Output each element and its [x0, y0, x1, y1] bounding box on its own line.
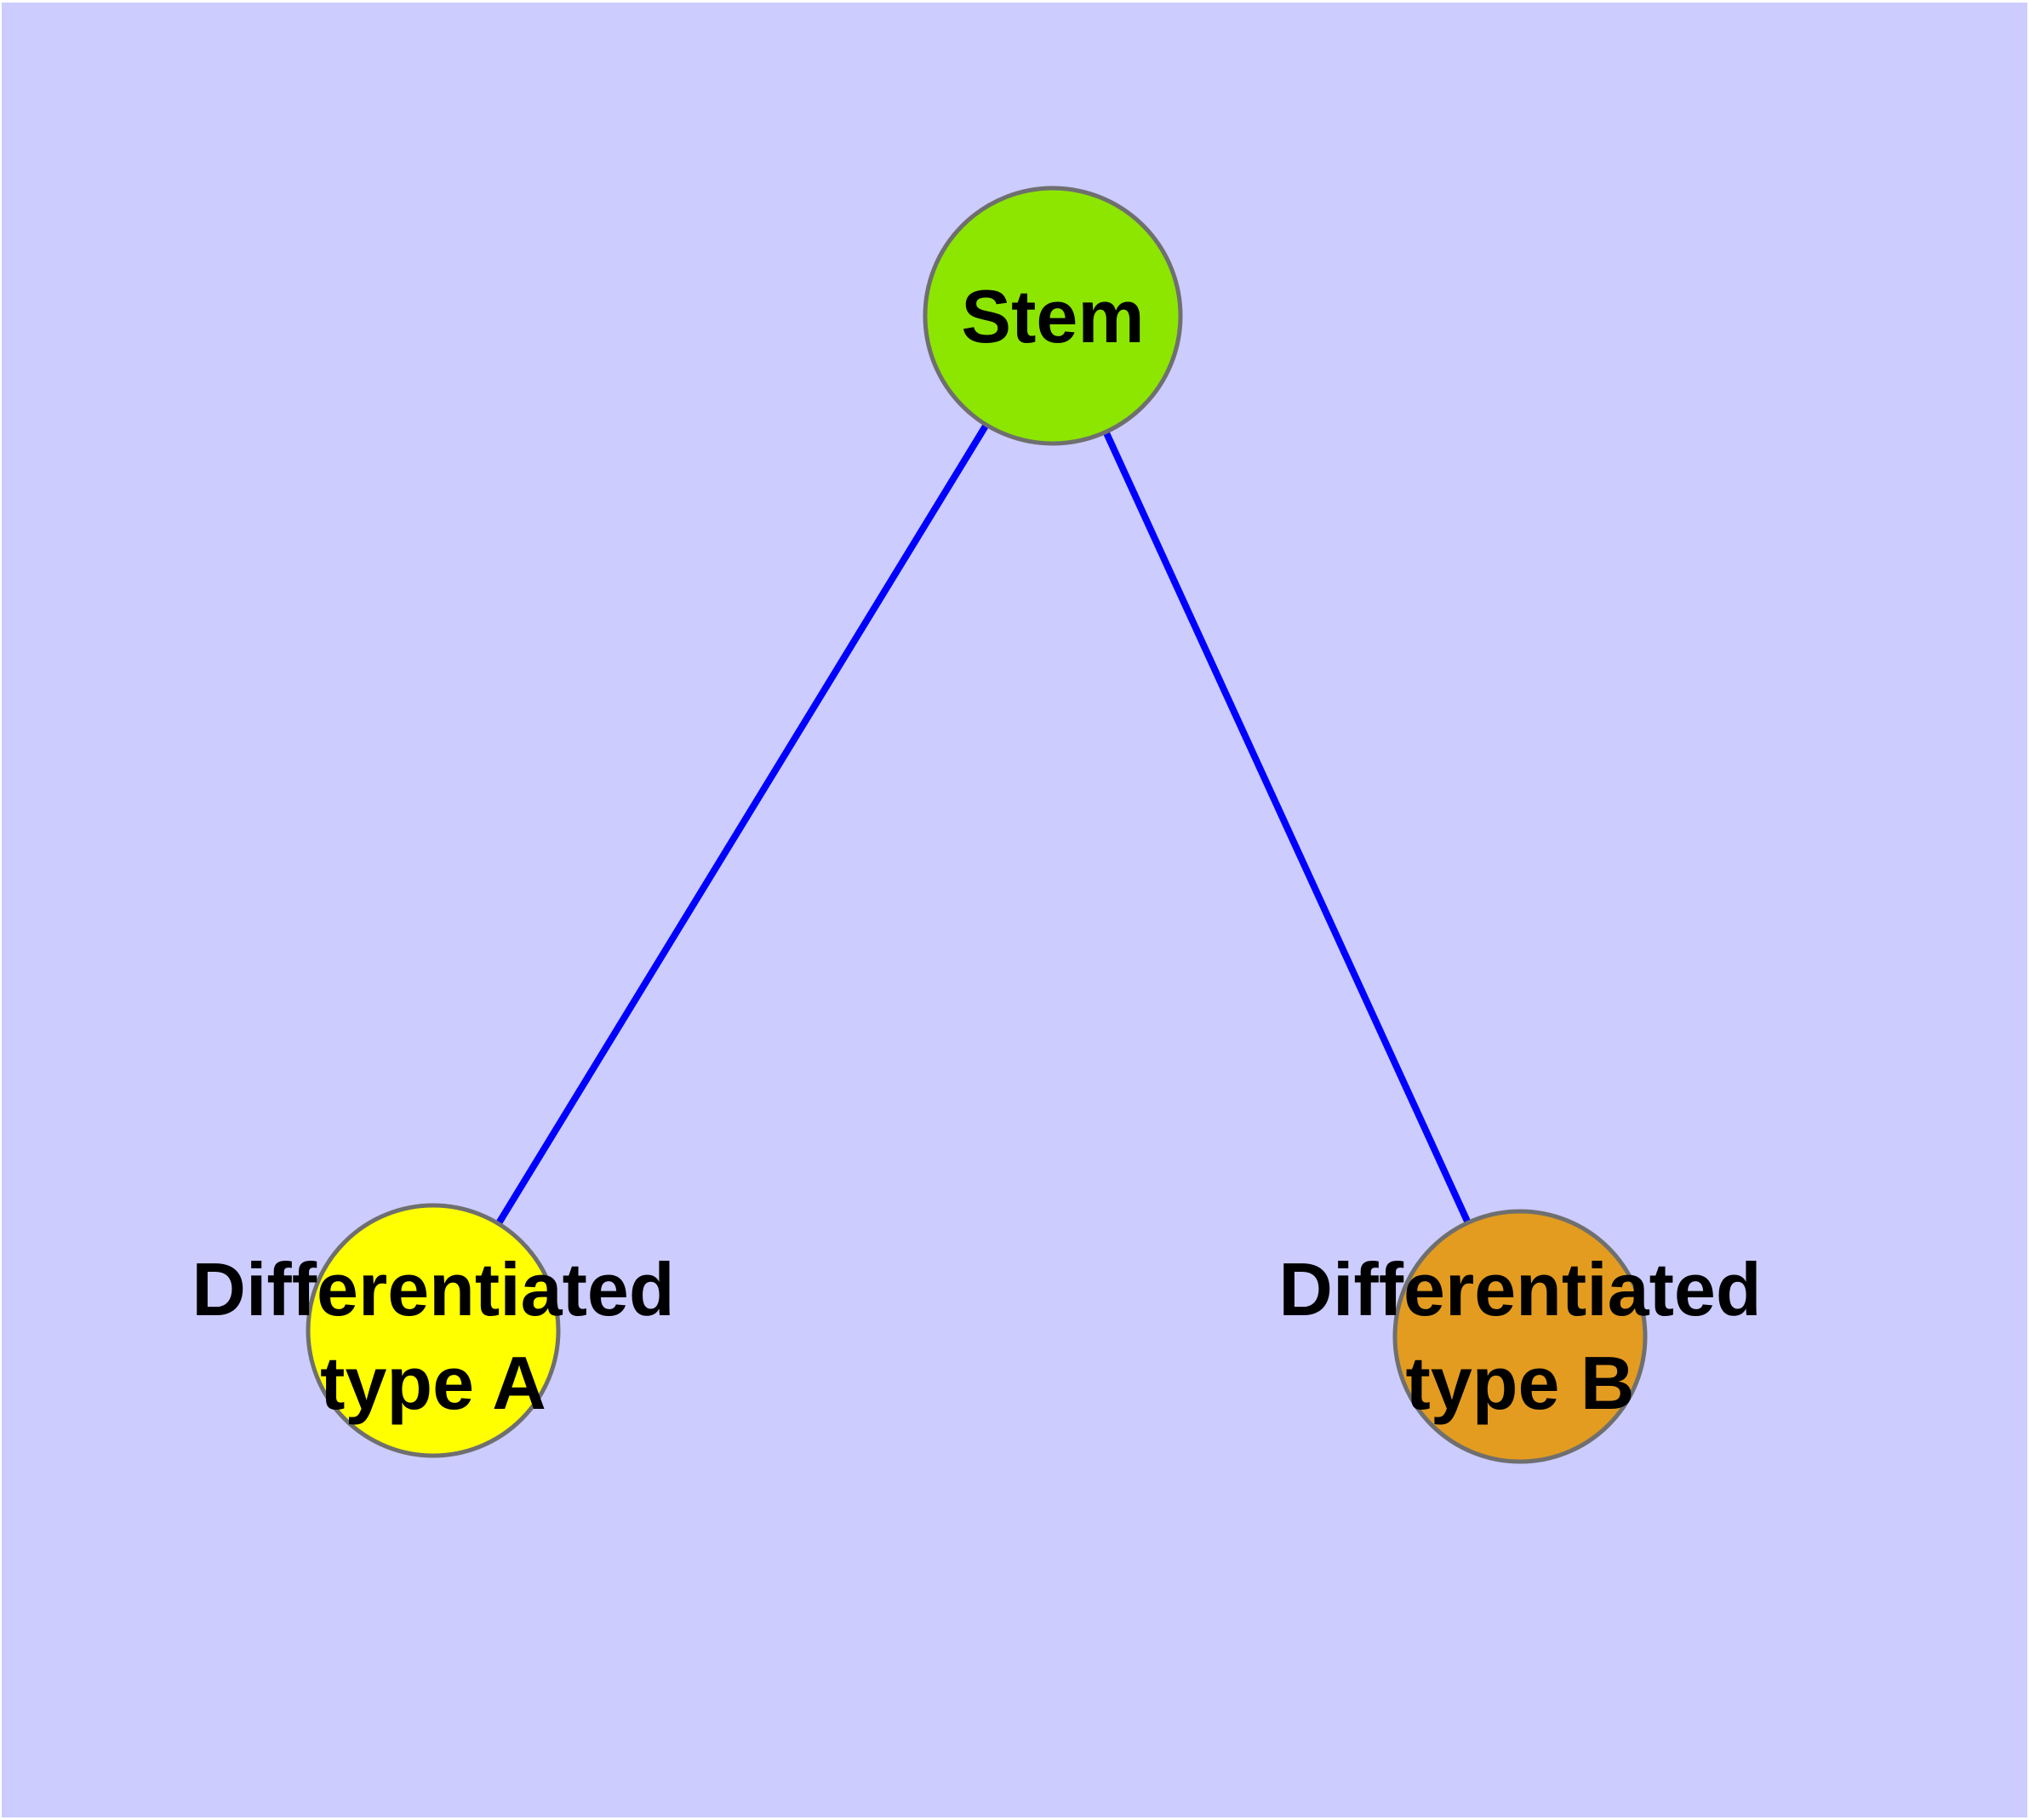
edge-stem-to-type-a[interactable]	[430, 313, 1056, 1333]
node-differentiated-type-b[interactable]	[1392, 1209, 1648, 1464]
node-stem[interactable]	[923, 186, 1183, 446]
node-differentiated-type-a[interactable]	[306, 1203, 561, 1458]
edge-stem-to-type-b[interactable]	[1049, 314, 1523, 1338]
